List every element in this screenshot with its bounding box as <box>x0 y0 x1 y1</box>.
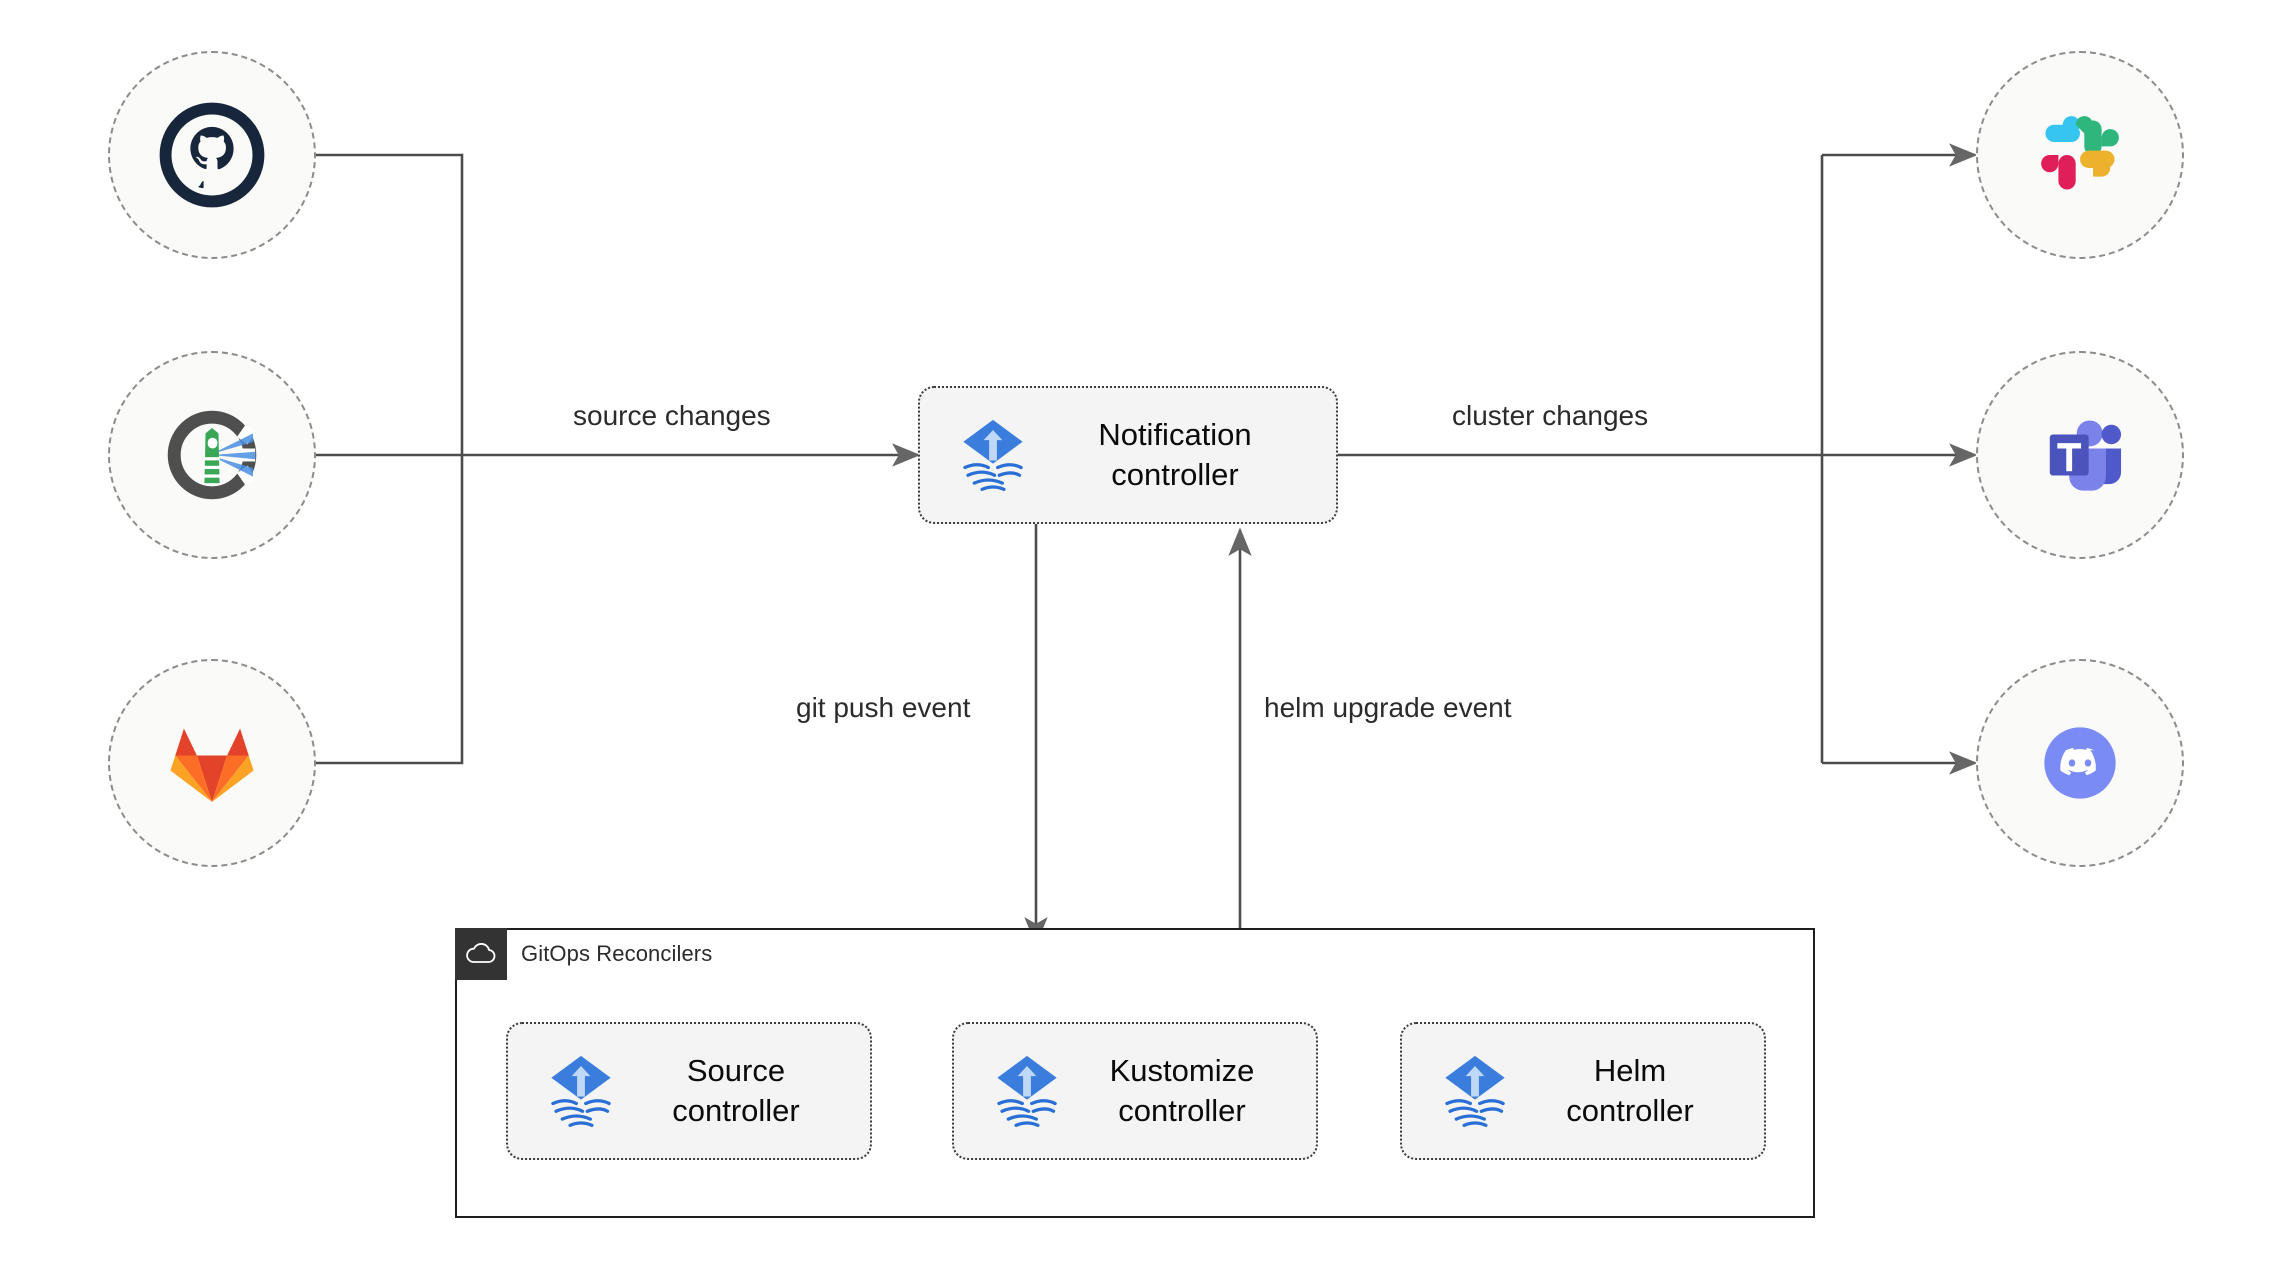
edge-label-git-push-event: git push event <box>796 692 971 723</box>
source-controller-label: Source controller <box>672 1053 800 1128</box>
cloud-icon <box>466 943 496 963</box>
flux-logo-icon <box>1445 1055 1505 1127</box>
flux-lighthouse-icon <box>167 410 257 500</box>
helm-controller-label: Helm controller <box>1566 1053 1694 1128</box>
notification-controller-box[interactable]: Notification controller <box>918 386 1338 524</box>
source-node-flux[interactable] <box>108 351 316 559</box>
edge-label-source-changes: source changes <box>573 400 771 431</box>
destination-node-discord[interactable] <box>1976 659 2184 867</box>
github-icon <box>159 102 265 208</box>
notification-controller-label: Notification controller <box>1098 417 1252 492</box>
discord-icon <box>2044 727 2116 799</box>
slack-icon <box>2041 116 2119 190</box>
cloud-icon-badge <box>455 928 507 980</box>
destination-node-teams[interactable] <box>1976 351 2184 559</box>
gitops-reconcilers-title: GitOps Reconcilers <box>521 941 713 966</box>
source-node-gitlab[interactable] <box>108 659 316 867</box>
kustomize-controller-box[interactable]: Kustomize controller <box>952 1022 1318 1160</box>
edge-label-cluster-changes: cluster changes <box>1452 400 1649 431</box>
gitops-reconcilers-header: GitOps Reconcilers <box>455 928 712 980</box>
destination-node-slack[interactable] <box>1976 51 2184 259</box>
kustomize-controller-label: Kustomize controller <box>1109 1053 1255 1128</box>
wire-gitlab-to-trunk <box>316 455 464 765</box>
flux-logo-icon <box>997 1055 1057 1127</box>
microsoft-teams-icon <box>2049 420 2122 491</box>
flux-logo-icon <box>963 419 1023 491</box>
gitlab-icon <box>170 728 254 802</box>
source-controller-box[interactable]: Source controller <box>506 1022 872 1160</box>
wire-github-to-trunk <box>316 153 464 455</box>
edge-label-helm-upgrade-event: helm upgrade event <box>1264 692 1512 723</box>
helm-controller-box[interactable]: Helm controller <box>1400 1022 1766 1160</box>
flux-logo-icon <box>551 1055 611 1127</box>
source-node-github[interactable] <box>108 51 316 259</box>
